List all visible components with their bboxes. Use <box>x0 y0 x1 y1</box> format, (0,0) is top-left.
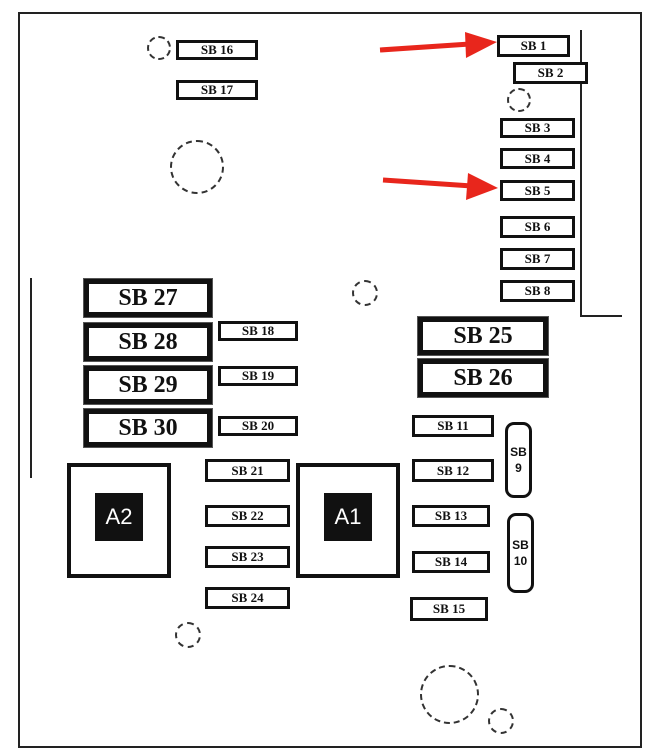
fuse-sb25: SB 25 <box>418 317 548 355</box>
fuse-sb28: SB 28 <box>84 323 212 361</box>
fuse-sb17: SB 17 <box>176 80 258 100</box>
relay-a1-label: A1 <box>324 493 372 541</box>
fuse-sb22: SB 22 <box>205 505 290 527</box>
fuse-sb9: SB 9 <box>505 422 532 498</box>
arrow-sb5-shaft <box>382 177 473 189</box>
screw-icon <box>507 88 531 112</box>
fuse-sb23: SB 23 <box>205 546 290 568</box>
screw-icon <box>488 708 514 734</box>
screw-icon <box>147 36 171 60</box>
fuse-sb30: SB 30 <box>84 409 212 447</box>
fuse-sb21: SB 21 <box>205 459 290 482</box>
fuse-sb27: SB 27 <box>84 279 212 317</box>
fuse-sb5: SB 5 <box>500 180 575 201</box>
fuse-sb18: SB 18 <box>218 321 298 341</box>
relay-a2: A2 <box>67 463 171 578</box>
fuse-sb12: SB 12 <box>412 459 494 482</box>
fuse-sb19: SB 19 <box>218 366 298 386</box>
fuse-sb3: SB 3 <box>500 118 575 138</box>
fuse-sb8: SB 8 <box>500 280 575 302</box>
fuse-sb15: SB 15 <box>410 597 488 621</box>
fuse-sb26: SB 26 <box>418 359 548 397</box>
relay-a1: A1 <box>296 463 400 578</box>
fuse-sb24: SB 24 <box>205 587 290 609</box>
mount-hole-icon <box>170 140 224 194</box>
fuse-sb14: SB 14 <box>412 551 490 573</box>
right-rail <box>580 30 622 317</box>
fuse-sb2: SB 2 <box>513 62 588 84</box>
fuse-sb11: SB 11 <box>412 415 494 437</box>
fuse-sb16: SB 16 <box>176 40 258 60</box>
screw-icon <box>175 622 201 648</box>
fuse-sb7: SB 7 <box>500 248 575 270</box>
fuse-sb4: SB 4 <box>500 148 575 169</box>
fuse-box-outline <box>18 12 642 748</box>
arrow-sb5-icon <box>466 173 498 200</box>
mount-hole-icon <box>420 665 479 724</box>
relay-a2-label: A2 <box>95 493 143 541</box>
fuse-sb1: SB 1 <box>497 35 570 57</box>
arrow-sb1-icon <box>465 32 497 58</box>
left-rail <box>30 278 32 478</box>
fuse-sb20: SB 20 <box>218 416 298 436</box>
fuse-sb6: SB 6 <box>500 216 575 238</box>
fuse-sb29: SB 29 <box>84 366 212 404</box>
screw-icon <box>352 280 378 306</box>
arrow-sb1-shaft <box>379 41 471 53</box>
fuse-sb13: SB 13 <box>412 505 490 527</box>
fuse-sb10: SB 10 <box>507 513 534 593</box>
